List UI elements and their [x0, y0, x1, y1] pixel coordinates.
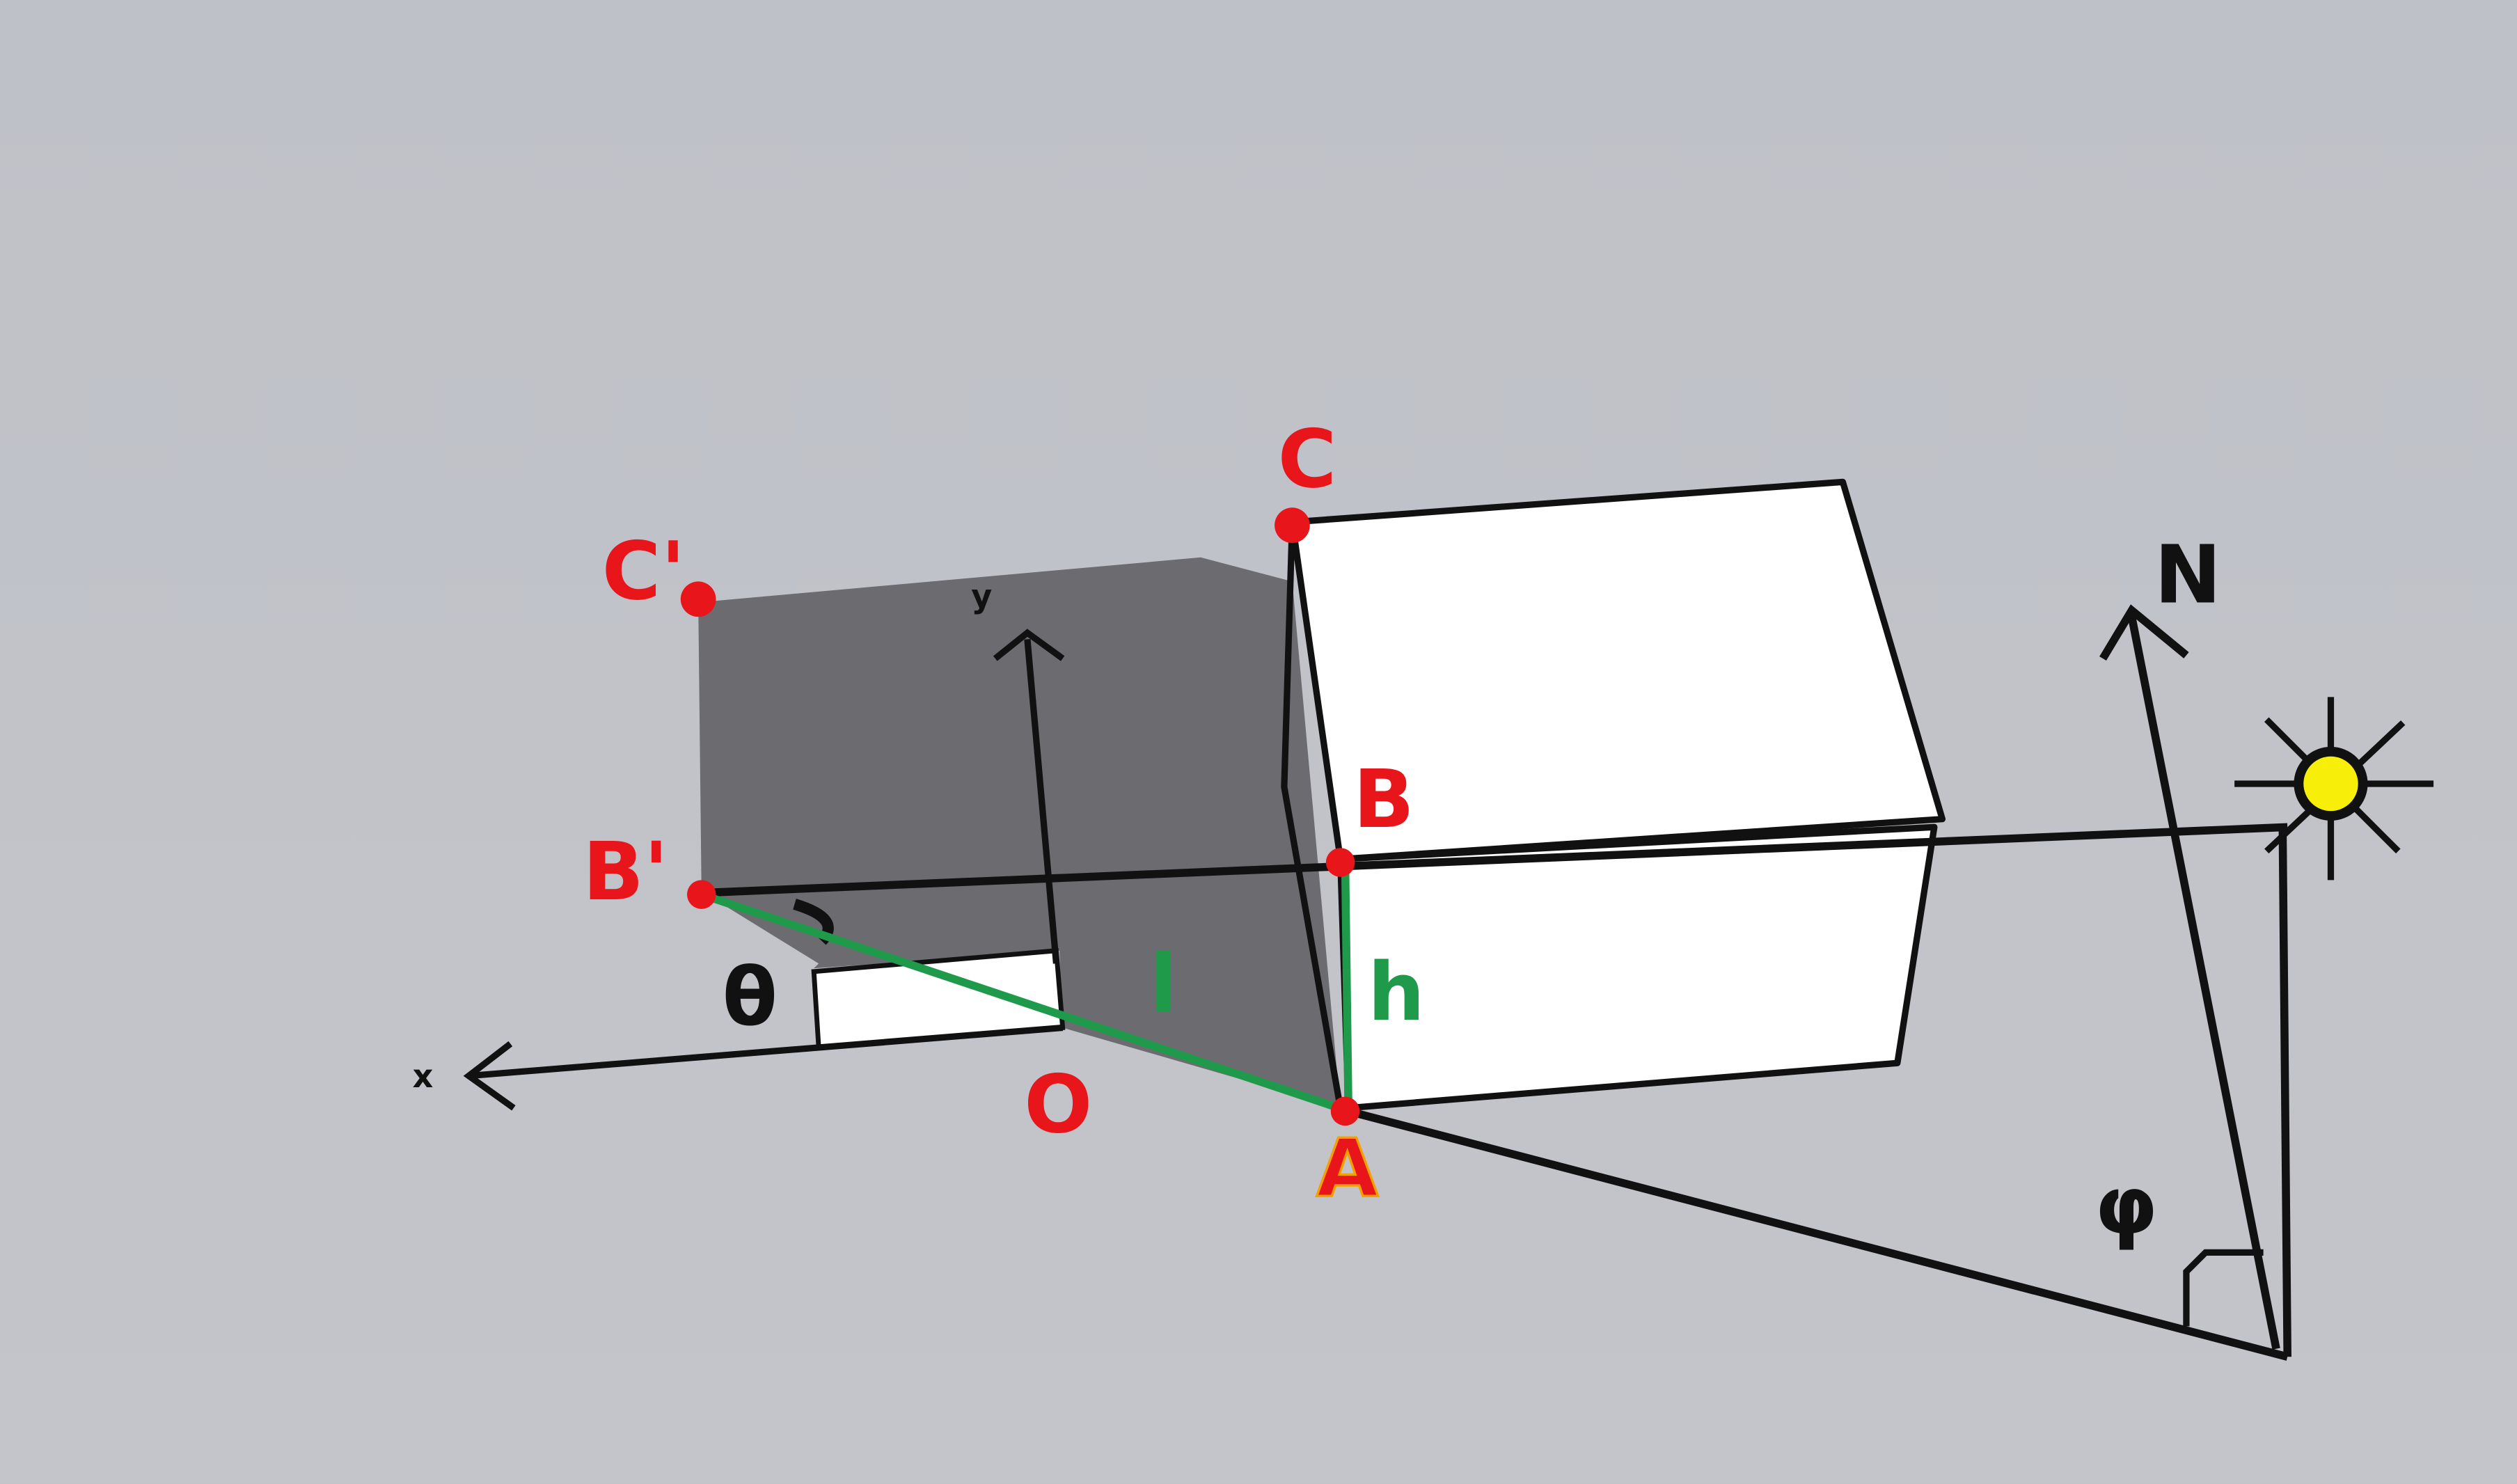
point-C-prime [680, 581, 716, 617]
azimuth-line [1347, 1107, 2289, 1361]
label-phi: φ [2094, 1160, 2157, 1253]
label-B-prime: B' [583, 826, 668, 919]
segment-h [1341, 862, 1352, 1108]
label-theta: θ [723, 951, 778, 1044]
sun-vertical-line [2278, 827, 2291, 1357]
right-angle-marker [2183, 1249, 2264, 1327]
building-shadow [698, 557, 1341, 1108]
point-B-prime [687, 880, 716, 909]
label-N: N [2154, 528, 2221, 622]
north-arrow [2127, 616, 2280, 1350]
x-axis-arrowhead [463, 1041, 516, 1111]
sun-ray-line [701, 823, 2288, 897]
label-A: A [1316, 1123, 1378, 1216]
sun-icon [2234, 697, 2434, 881]
label-h: h [1368, 946, 1425, 1039]
y-axis [1024, 638, 1060, 964]
building-edge [1281, 521, 1344, 1109]
building-front-face [1337, 823, 1938, 1112]
label-x: x [413, 1057, 434, 1095]
label-C-prime: C' [602, 526, 686, 619]
north-arrowhead [2099, 604, 2189, 661]
label-O: O [1024, 1058, 1092, 1151]
y-axis-arrowhead [993, 629, 1065, 661]
x-axis [468, 1024, 1064, 1080]
point-A [1330, 1096, 1360, 1126]
building-top-face [1288, 478, 1946, 862]
label-B: B [1353, 753, 1414, 846]
label-l: l [1149, 938, 1177, 1031]
point-C [1275, 507, 1310, 544]
label-y: y [971, 577, 992, 615]
point-B [1325, 848, 1355, 877]
points [680, 507, 1360, 1126]
label-C: C [1278, 413, 1337, 506]
segment-l [700, 890, 1350, 1115]
